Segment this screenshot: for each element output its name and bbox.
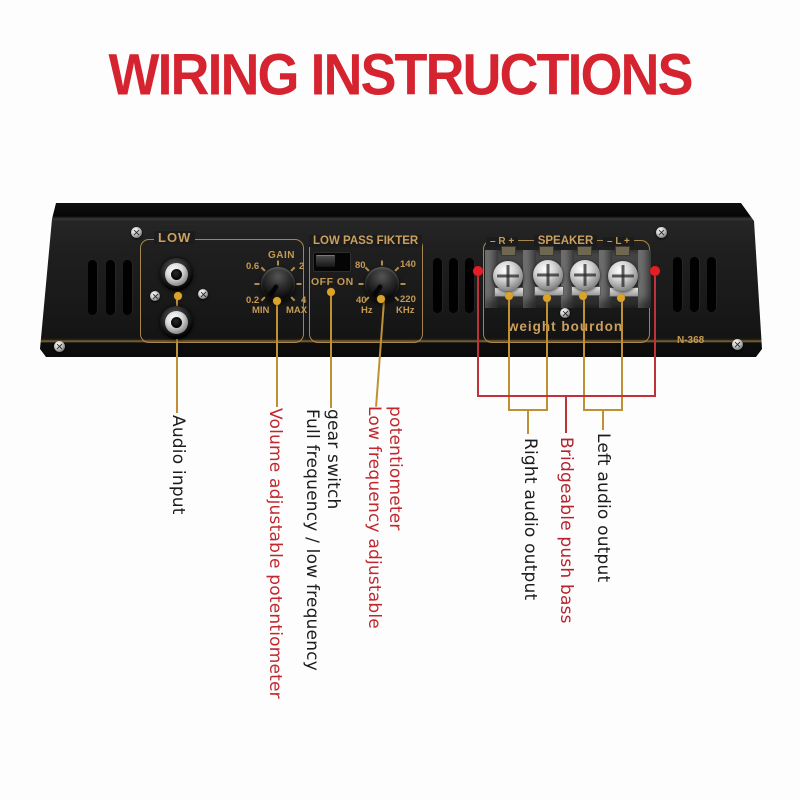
screw-icon <box>131 227 142 238</box>
freq-hz-label: Hz <box>361 305 373 316</box>
callout-dot-red <box>650 266 660 276</box>
rca-ring <box>165 263 188 286</box>
rca-jack-top <box>160 258 193 291</box>
callout-line-bridge-left <box>477 273 479 395</box>
terminal-screw-r-plus <box>533 260 563 290</box>
screw-icon <box>656 227 667 238</box>
callout-dot <box>579 292 587 300</box>
callout-line-terminal <box>546 298 548 409</box>
terminal-tab <box>615 246 630 256</box>
callout-dot <box>273 297 281 305</box>
label-low-freq-line2: Low frequency adjustable <box>364 406 384 629</box>
callout-dot-red <box>473 266 483 276</box>
freq-tick-80: 80 <box>355 260 366 271</box>
rca-hole <box>171 317 182 328</box>
freq-khz-label: KHz <box>396 305 415 316</box>
callout-line-volume <box>276 303 278 407</box>
terminal-screw-r-minus <box>493 261 523 291</box>
screw-icon <box>732 339 743 350</box>
callout-dot <box>174 292 182 300</box>
rca-ring <box>165 311 188 334</box>
vent-slot <box>433 258 442 313</box>
label-bridgeable-push-bass: Bridgeable push bass <box>556 437 576 624</box>
label-gear-switch-line2: Full frequency / low frequency <box>302 409 322 671</box>
label-audio-input: Audio input <box>168 415 188 515</box>
filter-title-text: LOW PASS FIKTER <box>309 235 423 247</box>
label-low-freq-potentiometer: potentiometer Low frequency adjustable <box>363 406 405 629</box>
speaker-section-title: SPEAKER <box>483 232 648 248</box>
vent-slot <box>123 260 132 315</box>
terminal-divider <box>523 250 536 308</box>
screw-icon <box>54 341 65 352</box>
speaker-brand-label: weight bourdon <box>483 319 648 335</box>
callout-drop-bridge <box>565 395 567 433</box>
switch-off-on-label: OFF ON <box>311 276 354 288</box>
freq-tick-40: 40 <box>356 295 367 306</box>
speaker-left-terminal-label: – L + <box>603 237 634 247</box>
freq-tick-140: 140 <box>400 259 416 270</box>
gain-min-label: MIN <box>252 305 270 316</box>
screw-icon <box>560 308 570 318</box>
callout-dot <box>377 295 385 303</box>
terminal-divider <box>638 250 651 308</box>
gain-max-label: MAX <box>286 305 308 316</box>
callout-line-gear-switch <box>330 294 332 408</box>
terminal-tab <box>577 246 592 256</box>
terminal-divider <box>561 250 574 308</box>
terminal-divider <box>599 250 612 308</box>
gain-tick-4: 4 <box>301 295 307 306</box>
power-switch <box>313 252 351 272</box>
label-left-audio-output: Left audio output <box>593 433 613 583</box>
knob-pointer <box>268 284 279 298</box>
label-gear-switch-line1: gear switch <box>323 409 343 510</box>
callout-line-terminal <box>508 298 510 409</box>
callout-line-bridge-right <box>654 273 656 395</box>
gain-knob <box>254 260 302 302</box>
rca-jack-bottom <box>160 306 193 339</box>
callout-drop-left-output <box>602 409 604 430</box>
gain-tick-0-2: 0.2 <box>246 295 260 306</box>
callout-dot <box>617 294 625 302</box>
vent-slot <box>707 257 716 312</box>
low-section-title: LOW <box>154 231 196 244</box>
speaker-title-text: SPEAKER <box>533 235 598 247</box>
gain-tick-0-6: 0.6 <box>246 261 260 272</box>
speaker-right-terminal-label: – R + <box>486 237 519 247</box>
terminal-tab <box>539 246 554 256</box>
label-right-audio-output: Right audio output <box>520 438 540 601</box>
rca-hole <box>171 269 182 280</box>
filter-section-title: LOW PASS FIKTER <box>309 232 423 248</box>
callout-line-terminal <box>621 296 623 409</box>
low-section-box <box>140 239 304 343</box>
gain-tick-2: 2 <box>299 261 305 272</box>
brand-text: weight bourdon <box>507 319 624 334</box>
callout-dot <box>327 288 335 296</box>
gain-label: GAIN <box>268 250 295 261</box>
terminal-screw-l-plus <box>608 261 638 291</box>
vent-slot <box>673 257 682 312</box>
callout-drop-right-output <box>527 409 529 434</box>
page-title: WIRING INSTRUCTIONS <box>108 42 694 108</box>
vent-slot <box>690 257 699 312</box>
screw-icon <box>150 291 160 301</box>
label-low-freq-line1: potentiometer <box>385 406 405 531</box>
terminal-screw-l-minus <box>570 260 600 290</box>
callout-line-terminal <box>583 296 585 409</box>
vent-slot <box>449 258 458 313</box>
label-volume-potentiometer: Volume adjustable potentiometer <box>265 408 285 699</box>
terminal-tab <box>501 246 516 256</box>
freq-tick-220: 220 <box>400 294 416 305</box>
callout-dot <box>543 294 551 302</box>
vent-slot <box>106 260 115 315</box>
callout-dot <box>505 292 513 300</box>
screw-icon <box>198 289 208 299</box>
label-gear-switch: gear switch Full frequency / low frequen… <box>301 409 343 671</box>
model-number-label: N-368 <box>677 335 705 346</box>
callout-line-audio-input <box>176 299 178 413</box>
vent-slot <box>88 260 97 315</box>
vent-slot <box>465 258 474 313</box>
